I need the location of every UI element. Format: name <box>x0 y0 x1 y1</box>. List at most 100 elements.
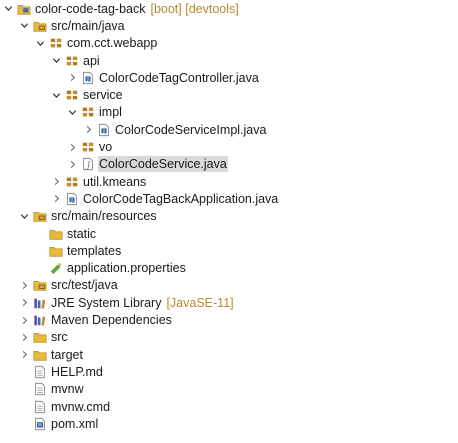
package-icon <box>65 175 79 189</box>
tree-row-project[interactable]: color-code-tag-back [boot] [devtools] <box>2 0 239 17</box>
svg-text:M: M <box>38 422 42 428</box>
tree-item-label: ColorCodeTagController.java <box>99 70 259 85</box>
source-folder-icon <box>33 209 47 223</box>
tree-item-label: mvnw.cmd <box>51 399 111 414</box>
text-file-icon <box>33 400 47 414</box>
folder-icon <box>33 330 47 344</box>
project-decoration: [boot] [devtools] <box>150 1 239 16</box>
tree-row[interactable]: com.cct.webapp <box>34 35 158 52</box>
chevron-right-icon[interactable] <box>18 278 30 292</box>
tree-row[interactable]: src/main/java <box>18 17 126 34</box>
java-file-icon: J <box>81 71 95 85</box>
chevron-right-icon[interactable] <box>50 175 62 189</box>
tree-item-label: application.properties <box>67 261 186 276</box>
tree-row[interactable]: application.properties <box>34 260 187 277</box>
tree-item-label: ColorCodeServiceImpl.java <box>115 122 267 137</box>
tree-row[interactable]: JRE System Library[JavaSE-11] <box>18 294 234 311</box>
svg-text:J: J <box>70 198 73 204</box>
java-file-icon: J <box>65 192 79 206</box>
chevron-right-icon[interactable] <box>18 296 30 310</box>
chevron-right-icon[interactable] <box>18 313 30 327</box>
tree-row[interactable]: service <box>50 87 124 104</box>
chevron-right-icon[interactable] <box>66 157 78 171</box>
tree-row[interactable]: Maven Dependencies <box>18 311 173 328</box>
tree-item-label: pom.xml <box>51 416 99 431</box>
tree-item-label: templates <box>67 243 122 258</box>
chevron-right-icon[interactable] <box>18 330 30 344</box>
tree-row[interactable]: J ColorCodeService.java <box>66 156 228 173</box>
package-icon <box>81 105 95 119</box>
tree-row[interactable]: src/test/java <box>18 277 119 294</box>
tree-item-label: api <box>83 53 100 68</box>
chevron-right-icon[interactable] <box>66 140 78 154</box>
tree-row[interactable]: static <box>34 225 97 242</box>
tree-row[interactable]: J ColorCodeServiceImpl.java <box>82 121 267 138</box>
library-icon <box>33 296 47 310</box>
tree-item-label: Maven Dependencies <box>51 313 172 328</box>
tree-row[interactable]: src <box>18 329 69 346</box>
toggle-spacer <box>34 261 46 275</box>
tree-item-label: com.cct.webapp <box>67 36 158 51</box>
tree-item-label: mvnw <box>51 382 84 397</box>
source-folder-icon <box>33 278 47 292</box>
toggle-spacer <box>18 365 30 379</box>
tree-item-label: src/main/java <box>51 18 125 33</box>
tree-item-label: impl <box>99 105 122 120</box>
tree-row[interactable]: HELP.md <box>18 363 104 380</box>
folder-icon <box>49 227 63 241</box>
tree-row[interactable]: J ColorCodeTagBackApplication.java <box>50 190 279 207</box>
text-file-icon <box>33 365 47 379</box>
tree-item-label: vo <box>99 140 113 155</box>
tree-item-label: service <box>83 88 123 103</box>
tree-item-label: util.kmeans <box>83 174 147 189</box>
tree-item-label: HELP.md <box>51 364 103 379</box>
tree-row[interactable]: src/main/resources <box>18 208 158 225</box>
tree-row[interactable]: mvnw <box>18 381 85 398</box>
tree-row[interactable]: util.kmeans <box>50 173 147 190</box>
source-folder-icon <box>33 19 47 33</box>
tree-row[interactable]: target <box>18 346 84 363</box>
toggle-spacer <box>18 400 30 414</box>
chevron-right-icon[interactable] <box>18 348 30 362</box>
tree-row[interactable]: mvnw.cmd <box>18 398 111 415</box>
project-icon <box>17 2 31 16</box>
tree-item-label: ColorCodeService.java <box>98 156 228 173</box>
chevron-down-icon[interactable] <box>50 54 62 68</box>
chevron-down-icon[interactable] <box>2 2 14 16</box>
toggle-spacer <box>34 227 46 241</box>
tree-item-label: ColorCodeTagBackApplication.java <box>83 191 279 206</box>
chevron-right-icon[interactable] <box>82 123 94 137</box>
tree-row[interactable]: impl <box>66 104 123 121</box>
folder-icon <box>33 348 47 362</box>
folder-icon <box>49 244 63 258</box>
text-file-icon <box>33 382 47 396</box>
chevron-down-icon[interactable] <box>18 19 30 33</box>
svg-text:J: J <box>102 128 105 134</box>
toggle-spacer <box>34 244 46 258</box>
tree-row[interactable]: vo <box>66 138 113 155</box>
tree-item-decoration: [JavaSE-11] <box>166 295 234 310</box>
toggle-spacer <box>18 417 30 431</box>
properties-file-icon <box>49 261 63 275</box>
tree-row[interactable]: templates <box>34 242 122 259</box>
tree-item-label: target <box>51 347 83 362</box>
tree-item-label: static <box>67 226 97 241</box>
chevron-right-icon[interactable] <box>66 71 78 85</box>
java-file-icon: J <box>97 123 111 137</box>
svg-text:J: J <box>85 161 91 170</box>
package-icon <box>65 88 79 102</box>
chevron-down-icon[interactable] <box>66 105 78 119</box>
java-interface-file-icon: J <box>81 157 95 171</box>
chevron-right-icon[interactable] <box>50 192 62 206</box>
tree-item-label: src/test/java <box>51 278 118 293</box>
tree-item-label: src/main/resources <box>51 209 157 224</box>
tree-item-label: src <box>51 330 68 345</box>
chevron-down-icon[interactable] <box>34 36 46 50</box>
xml-file-icon: M <box>33 417 47 431</box>
tree-row[interactable]: api <box>50 52 101 69</box>
chevron-down-icon[interactable] <box>50 88 62 102</box>
tree-row[interactable]: J ColorCodeTagController.java <box>66 69 260 86</box>
chevron-down-icon[interactable] <box>18 209 30 223</box>
